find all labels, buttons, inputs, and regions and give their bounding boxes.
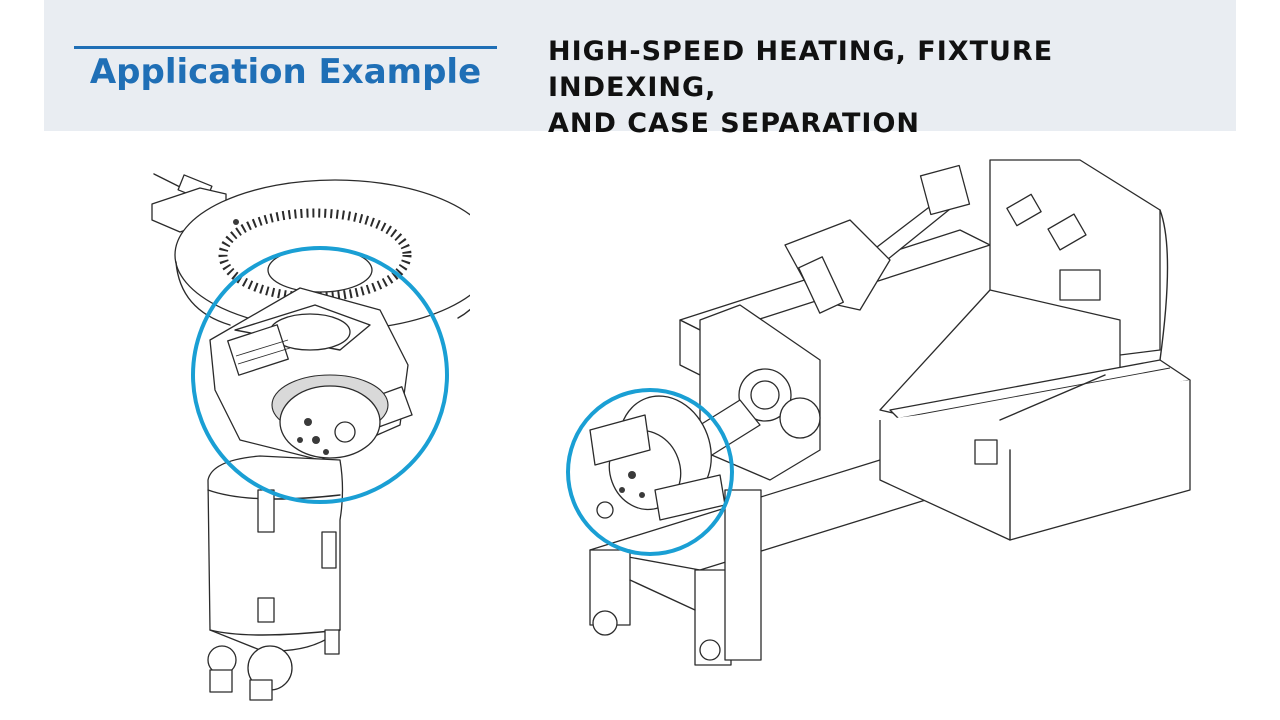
shaft-housing xyxy=(919,164,971,216)
slide-title-line-2: AND CASE SEPARATION xyxy=(548,108,921,139)
left-indexer-drawing xyxy=(151,173,470,701)
right-machine-drawing xyxy=(566,159,1191,666)
header-banner xyxy=(44,0,1236,131)
rod-clamp xyxy=(974,439,998,465)
slide-title-line-1: HIGH-SPEED HEATING, FIXTURE INDEXING, xyxy=(548,36,1054,103)
face-plate-hole-1 xyxy=(304,418,312,426)
indexer-hole-2 xyxy=(619,487,625,493)
motor-gland-1 xyxy=(209,669,233,693)
slide-rail-line xyxy=(899,367,1171,419)
section-label: Application Example xyxy=(89,52,482,92)
motor-seam-low xyxy=(209,629,341,636)
indexer-hole-3 xyxy=(639,492,645,498)
caster-left xyxy=(592,610,618,636)
face-plate-hole-3 xyxy=(323,449,329,455)
disc-hole xyxy=(233,219,239,225)
face-plate xyxy=(279,385,381,459)
gripper-right xyxy=(1047,213,1087,251)
face-plate-port xyxy=(334,421,356,443)
rail-line-2 xyxy=(237,347,291,365)
leg-center xyxy=(724,489,762,661)
motor-strap-3 xyxy=(257,597,275,623)
gripper-left xyxy=(1006,193,1042,227)
fixture-clamp xyxy=(798,256,844,314)
highlight-circle-right xyxy=(566,388,734,556)
pillow-block-1-bore xyxy=(750,380,780,410)
indexer-rail-top xyxy=(589,414,651,466)
tower-curve xyxy=(1159,209,1169,361)
motor-strap-2 xyxy=(321,531,337,569)
cable-line xyxy=(153,173,183,189)
indexer-port xyxy=(596,501,614,519)
face-plate-hole-4 xyxy=(297,437,303,443)
rail-line xyxy=(235,339,289,357)
tower-block xyxy=(1059,269,1101,301)
motor-strap-1 xyxy=(257,489,275,533)
highlight-circle-left xyxy=(191,246,449,504)
slide-title: HIGH-SPEED HEATING, FIXTURE INDEXING, AN… xyxy=(548,34,1228,142)
face-plate-hole-2 xyxy=(312,436,320,444)
disc-edge xyxy=(175,261,231,326)
section-label-rule xyxy=(74,46,497,49)
indexer-hole-1 xyxy=(628,471,636,479)
frame-brace xyxy=(629,579,696,611)
pillow-block-2 xyxy=(779,397,821,439)
motor-strap-4 xyxy=(324,629,340,655)
motor-gland-2 xyxy=(249,679,273,701)
caster-right xyxy=(699,639,721,661)
guide-rod xyxy=(999,374,1106,421)
disc-edge-right xyxy=(457,308,470,319)
